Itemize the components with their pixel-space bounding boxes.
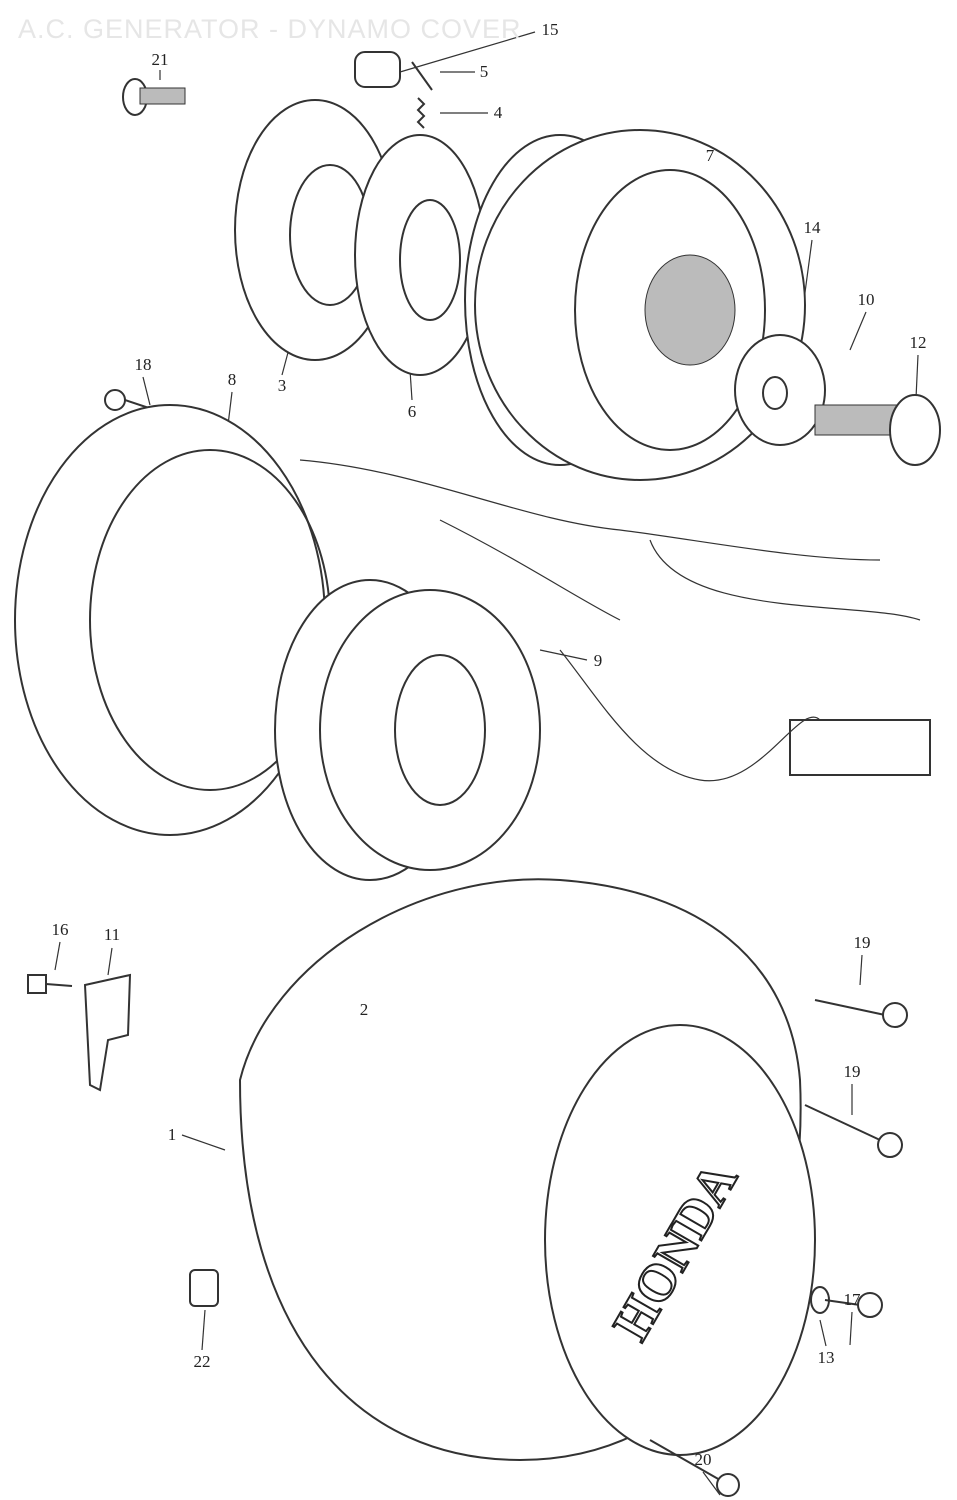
callout-6: 6 <box>407 402 417 421</box>
washer-13 <box>810 1286 830 1314</box>
bolt-21 <box>122 78 186 116</box>
cap-15 <box>354 51 401 88</box>
clip-11 <box>83 973 132 1092</box>
callout-10: 10 <box>857 290 875 309</box>
callout-1: 1 <box>167 1125 177 1144</box>
plate-6 <box>354 134 486 376</box>
bolt-17 <box>824 1292 883 1318</box>
callout-12: 12 <box>909 333 927 352</box>
callout-22: 22 <box>193 1352 211 1371</box>
callout-2: 2 <box>359 1000 369 1019</box>
pin-5 <box>411 61 433 91</box>
callout-11: 11 <box>103 925 121 944</box>
callout-5: 5 <box>479 62 489 81</box>
spring-4 <box>416 97 426 129</box>
callout-13: 13 <box>817 1348 835 1367</box>
callout-19-upper: 19 <box>853 933 871 952</box>
callout-7: 7 <box>705 146 715 165</box>
callout-17: 17 <box>843 1290 861 1309</box>
dowel-22 <box>189 1269 219 1307</box>
callout-14: 14 <box>803 218 821 237</box>
bolt-12 <box>814 394 941 466</box>
bolt-19a <box>814 999 908 1028</box>
field-coil-9 <box>274 579 541 881</box>
dynamo-cover-1 <box>238 878 816 1462</box>
callout-16: 16 <box>51 920 69 939</box>
callout-3: 3 <box>277 376 287 395</box>
callout-19-lower: 19 <box>843 1062 861 1081</box>
rotor-7 <box>464 129 806 481</box>
callout-18: 18 <box>134 355 152 374</box>
bolt-19b <box>804 1104 903 1158</box>
callout-4: 4 <box>493 103 503 122</box>
wiring-harness <box>299 459 931 782</box>
callout-8: 8 <box>227 370 237 389</box>
callout-9: 9 <box>593 651 603 670</box>
bolt-20 <box>649 1439 740 1497</box>
washer-14 <box>734 334 826 446</box>
bolt-16 <box>27 974 73 994</box>
callout-15: 15 <box>541 20 559 39</box>
diagram-title: A.C. GENERATOR - DYNAMO COVER <box>18 14 522 44</box>
callout-21: 21 <box>151 50 169 69</box>
callout-20: 20 <box>694 1450 712 1469</box>
